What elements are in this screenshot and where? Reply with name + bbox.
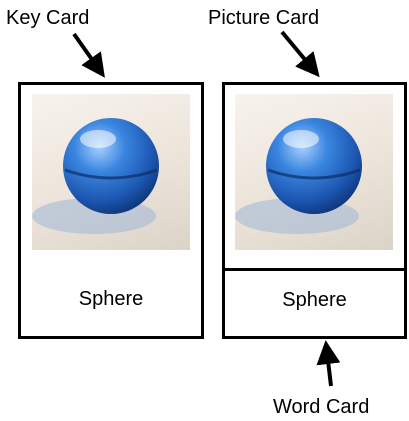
- word-card-label: Word Card: [273, 396, 370, 418]
- key-card-arrow: [72, 32, 105, 78]
- key-card: Sphere: [18, 82, 204, 339]
- picture-card: [222, 82, 407, 272]
- word-card: Sphere: [222, 268, 407, 339]
- sphere-image: [32, 94, 190, 250]
- picture-card-label: Picture Card: [208, 7, 320, 29]
- word-card-arrow: [316, 340, 341, 387]
- key-card-label: Key Card: [6, 7, 90, 29]
- key-card-word: Sphere: [78, 288, 144, 310]
- picture-card-arrow: [280, 30, 320, 78]
- sphere-image: [235, 94, 393, 250]
- word-card-word: Sphere: [282, 289, 347, 311]
